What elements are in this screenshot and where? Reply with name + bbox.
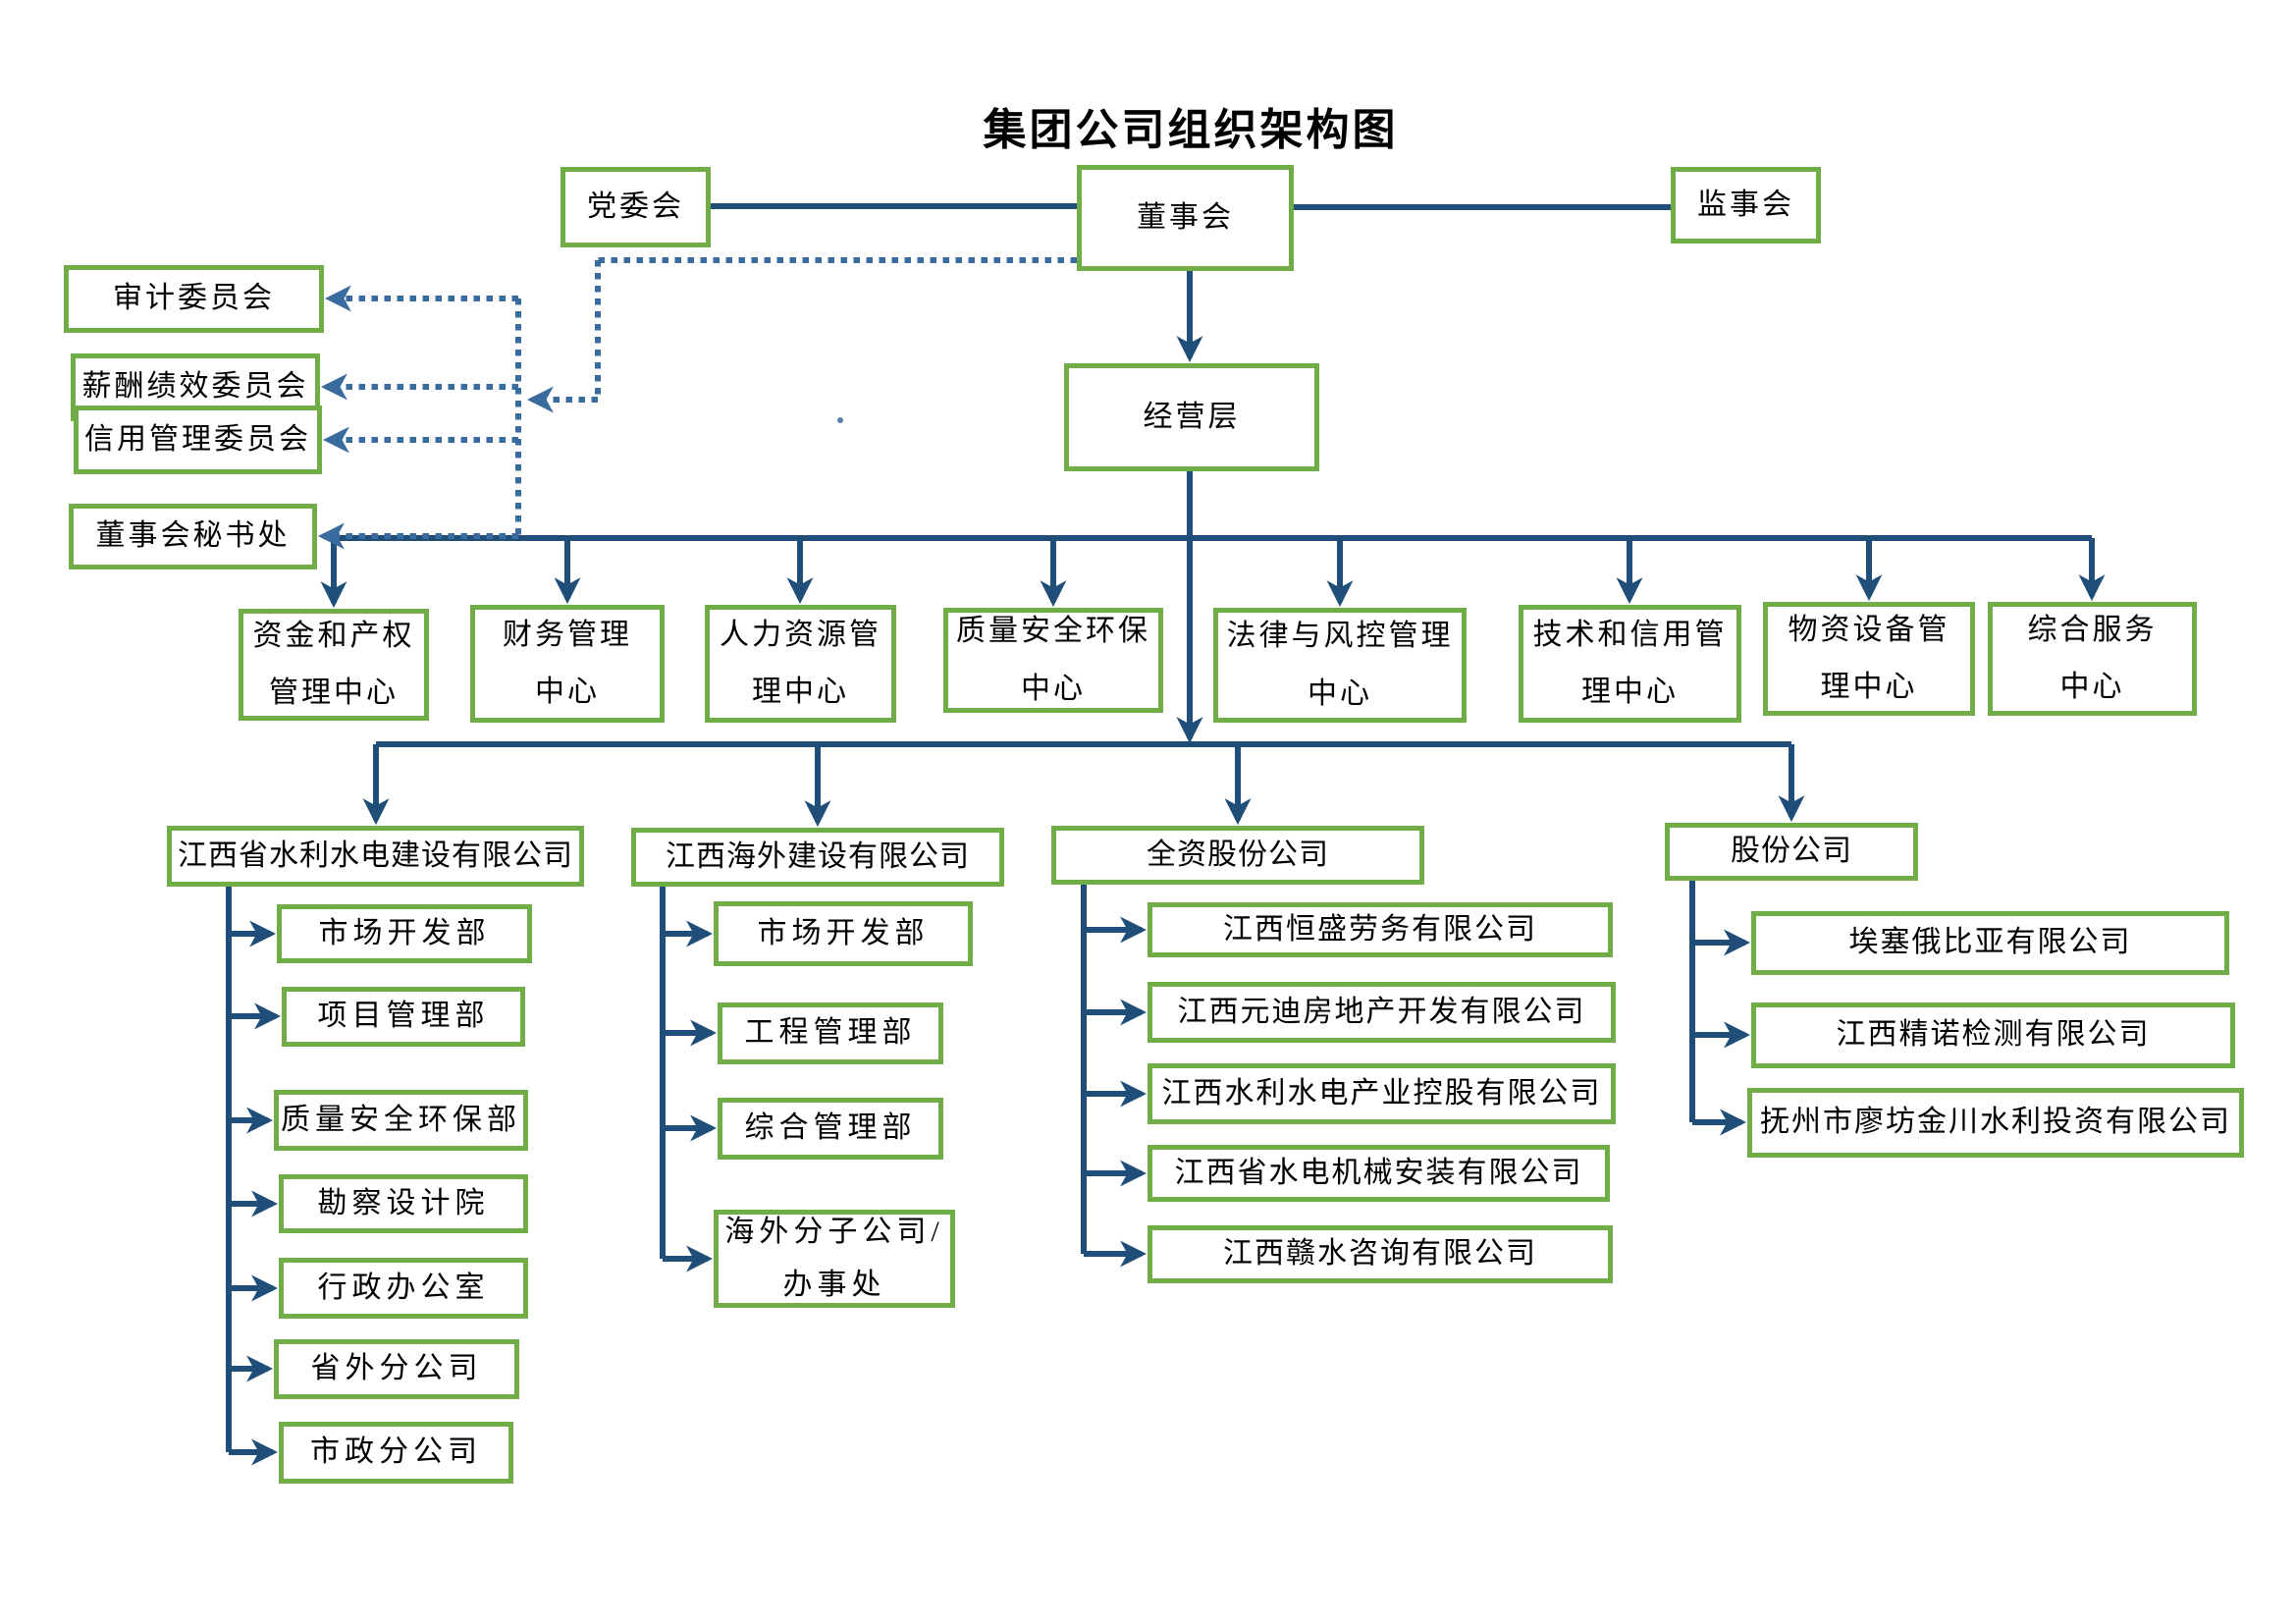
stray-dot (837, 417, 843, 423)
node-s1-outside-province-branch: 省外分公司 (274, 1339, 519, 1399)
node-s1-survey-design: 勘察设计院 (279, 1174, 528, 1233)
node-shareholding-companies: 股份公司 (1665, 823, 1918, 881)
node-s2-engineering-mgmt: 工程管理部 (718, 1002, 943, 1064)
node-w4-machinery-installation: 江西省水电机械安装有限公司 (1148, 1145, 1610, 1202)
node-s1-project-mgmt: 项目管理部 (282, 987, 525, 1047)
node-center-materials-equipment: 物资设备管 理中心 (1763, 602, 1975, 716)
node-center-legal-risk: 法律与风控管理 中心 (1213, 608, 1467, 723)
node-subsidiary-construction-co: 江西省水利水电建设有限公司 (167, 826, 584, 887)
node-center-finance: 财务管理 中心 (470, 605, 665, 723)
node-s1-market-dev: 市场开发部 (277, 904, 532, 963)
node-center-hr: 人力资源管 理中心 (705, 605, 896, 723)
node-w5-ganshui-consulting: 江西赣水咨询有限公司 (1148, 1225, 1613, 1283)
dotted-connectors (317, 257, 1077, 550)
node-center-tech-credit: 技术和信用管 理中心 (1519, 605, 1741, 723)
node-s1-admin-office: 行政办公室 (279, 1258, 528, 1319)
node-s1-quality-safety: 质量安全环保部 (274, 1090, 528, 1151)
node-w3-industry-holding: 江西水利水电产业控股有限公司 (1148, 1063, 1616, 1124)
node-s2-general-mgmt: 综合管理部 (718, 1098, 943, 1160)
node-w2-yuandi-realestate: 江西元迪房地产开发有限公司 (1148, 982, 1616, 1043)
node-board-secretariat: 董事会秘书处 (69, 504, 317, 569)
node-center-capital-property: 资金和产权 管理中心 (239, 609, 429, 721)
node-s2-overseas-offices: 海外分子公司/ 办事处 (714, 1210, 955, 1308)
node-audit-committee: 审计委员会 (64, 265, 324, 333)
node-s2-market-dev: 市场开发部 (714, 901, 973, 966)
node-s1-municipal-branch: 市政分公司 (279, 1422, 513, 1484)
node-party-committee: 党委会 (561, 167, 711, 247)
node-center-quality-safety: 质量安全环保 中心 (943, 608, 1163, 713)
node-h2-jingnuo-testing: 江西精诺检测有限公司 (1751, 1002, 2235, 1068)
chart-title: 集团公司组织架构图 (983, 106, 1399, 154)
node-wholly-owned-companies: 全资股份公司 (1051, 826, 1424, 885)
solid-connectors (226, 203, 2106, 1466)
node-w1-hengsheng-labor: 江西恒盛劳务有限公司 (1148, 902, 1613, 957)
node-supervisory-board: 监事会 (1671, 167, 1821, 244)
node-center-general-services: 综合服务 中心 (1988, 602, 2197, 716)
node-credit-committee: 信用管理委员会 (74, 406, 322, 474)
node-h3-liaofang-jinchuan-investment: 抚州市廖坊金川水利投资有限公司 (1747, 1088, 2244, 1158)
node-h1-ethiopia-co: 埃塞俄比亚有限公司 (1751, 911, 2229, 975)
node-management-level: 经营层 (1064, 363, 1319, 471)
node-subsidiary-overseas-co: 江西海外建设有限公司 (631, 828, 1004, 887)
node-board-of-directors: 董事会 (1077, 165, 1294, 271)
